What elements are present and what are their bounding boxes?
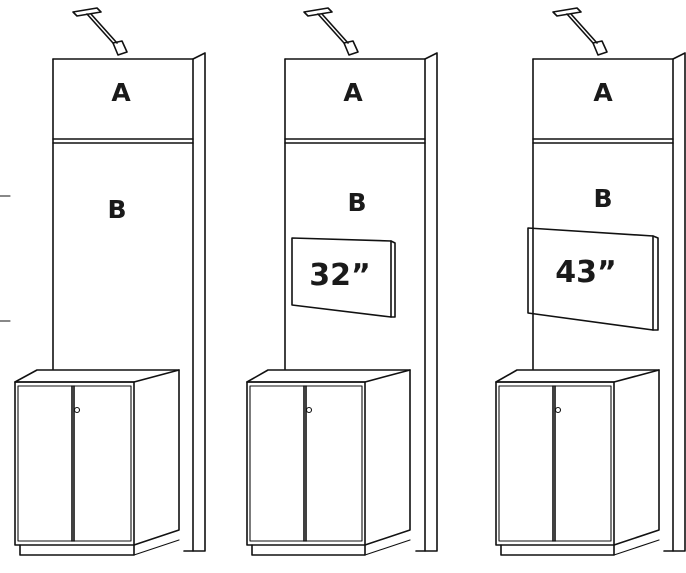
header-panel-a: A [52,78,194,144]
back-panel-b: B [593,184,612,213]
base-cabinet [246,369,411,556]
panel-a-label: A [111,78,131,107]
tower-frame [532,52,686,552]
display-unit-1: A B [14,7,206,556]
panel-b-label: B [593,184,612,213]
base-cabinet [14,369,180,556]
spotlight-lamp-icon [72,7,128,56]
door-knob-icon [554,406,562,414]
back-panel-b: B [347,188,366,217]
tv-screen-32: 32” [291,237,396,318]
display-unit-2: A B 32” [246,7,438,556]
door-knob-icon [73,406,81,414]
door-knob-icon [305,406,313,414]
tower-frame [284,52,438,552]
base-cabinet [495,369,660,556]
tv-screen-43: 43” [527,227,659,331]
panel-b-label: B [107,195,126,224]
panel-a-label: A [343,78,363,107]
display-unit-3: A B 43” [495,7,686,556]
screen-size-label: 32” [309,258,370,293]
screen-size-label: 43” [555,255,616,290]
header-panel-a: A [284,78,426,144]
panel-b-label: B [347,188,366,217]
back-panel-b: B [107,195,126,224]
tower-frame [52,52,206,552]
spotlight-lamp-icon [552,7,608,56]
header-panel-a: A [532,78,674,144]
spotlight-lamp-icon [303,7,359,56]
panel-a-label: A [593,78,613,107]
